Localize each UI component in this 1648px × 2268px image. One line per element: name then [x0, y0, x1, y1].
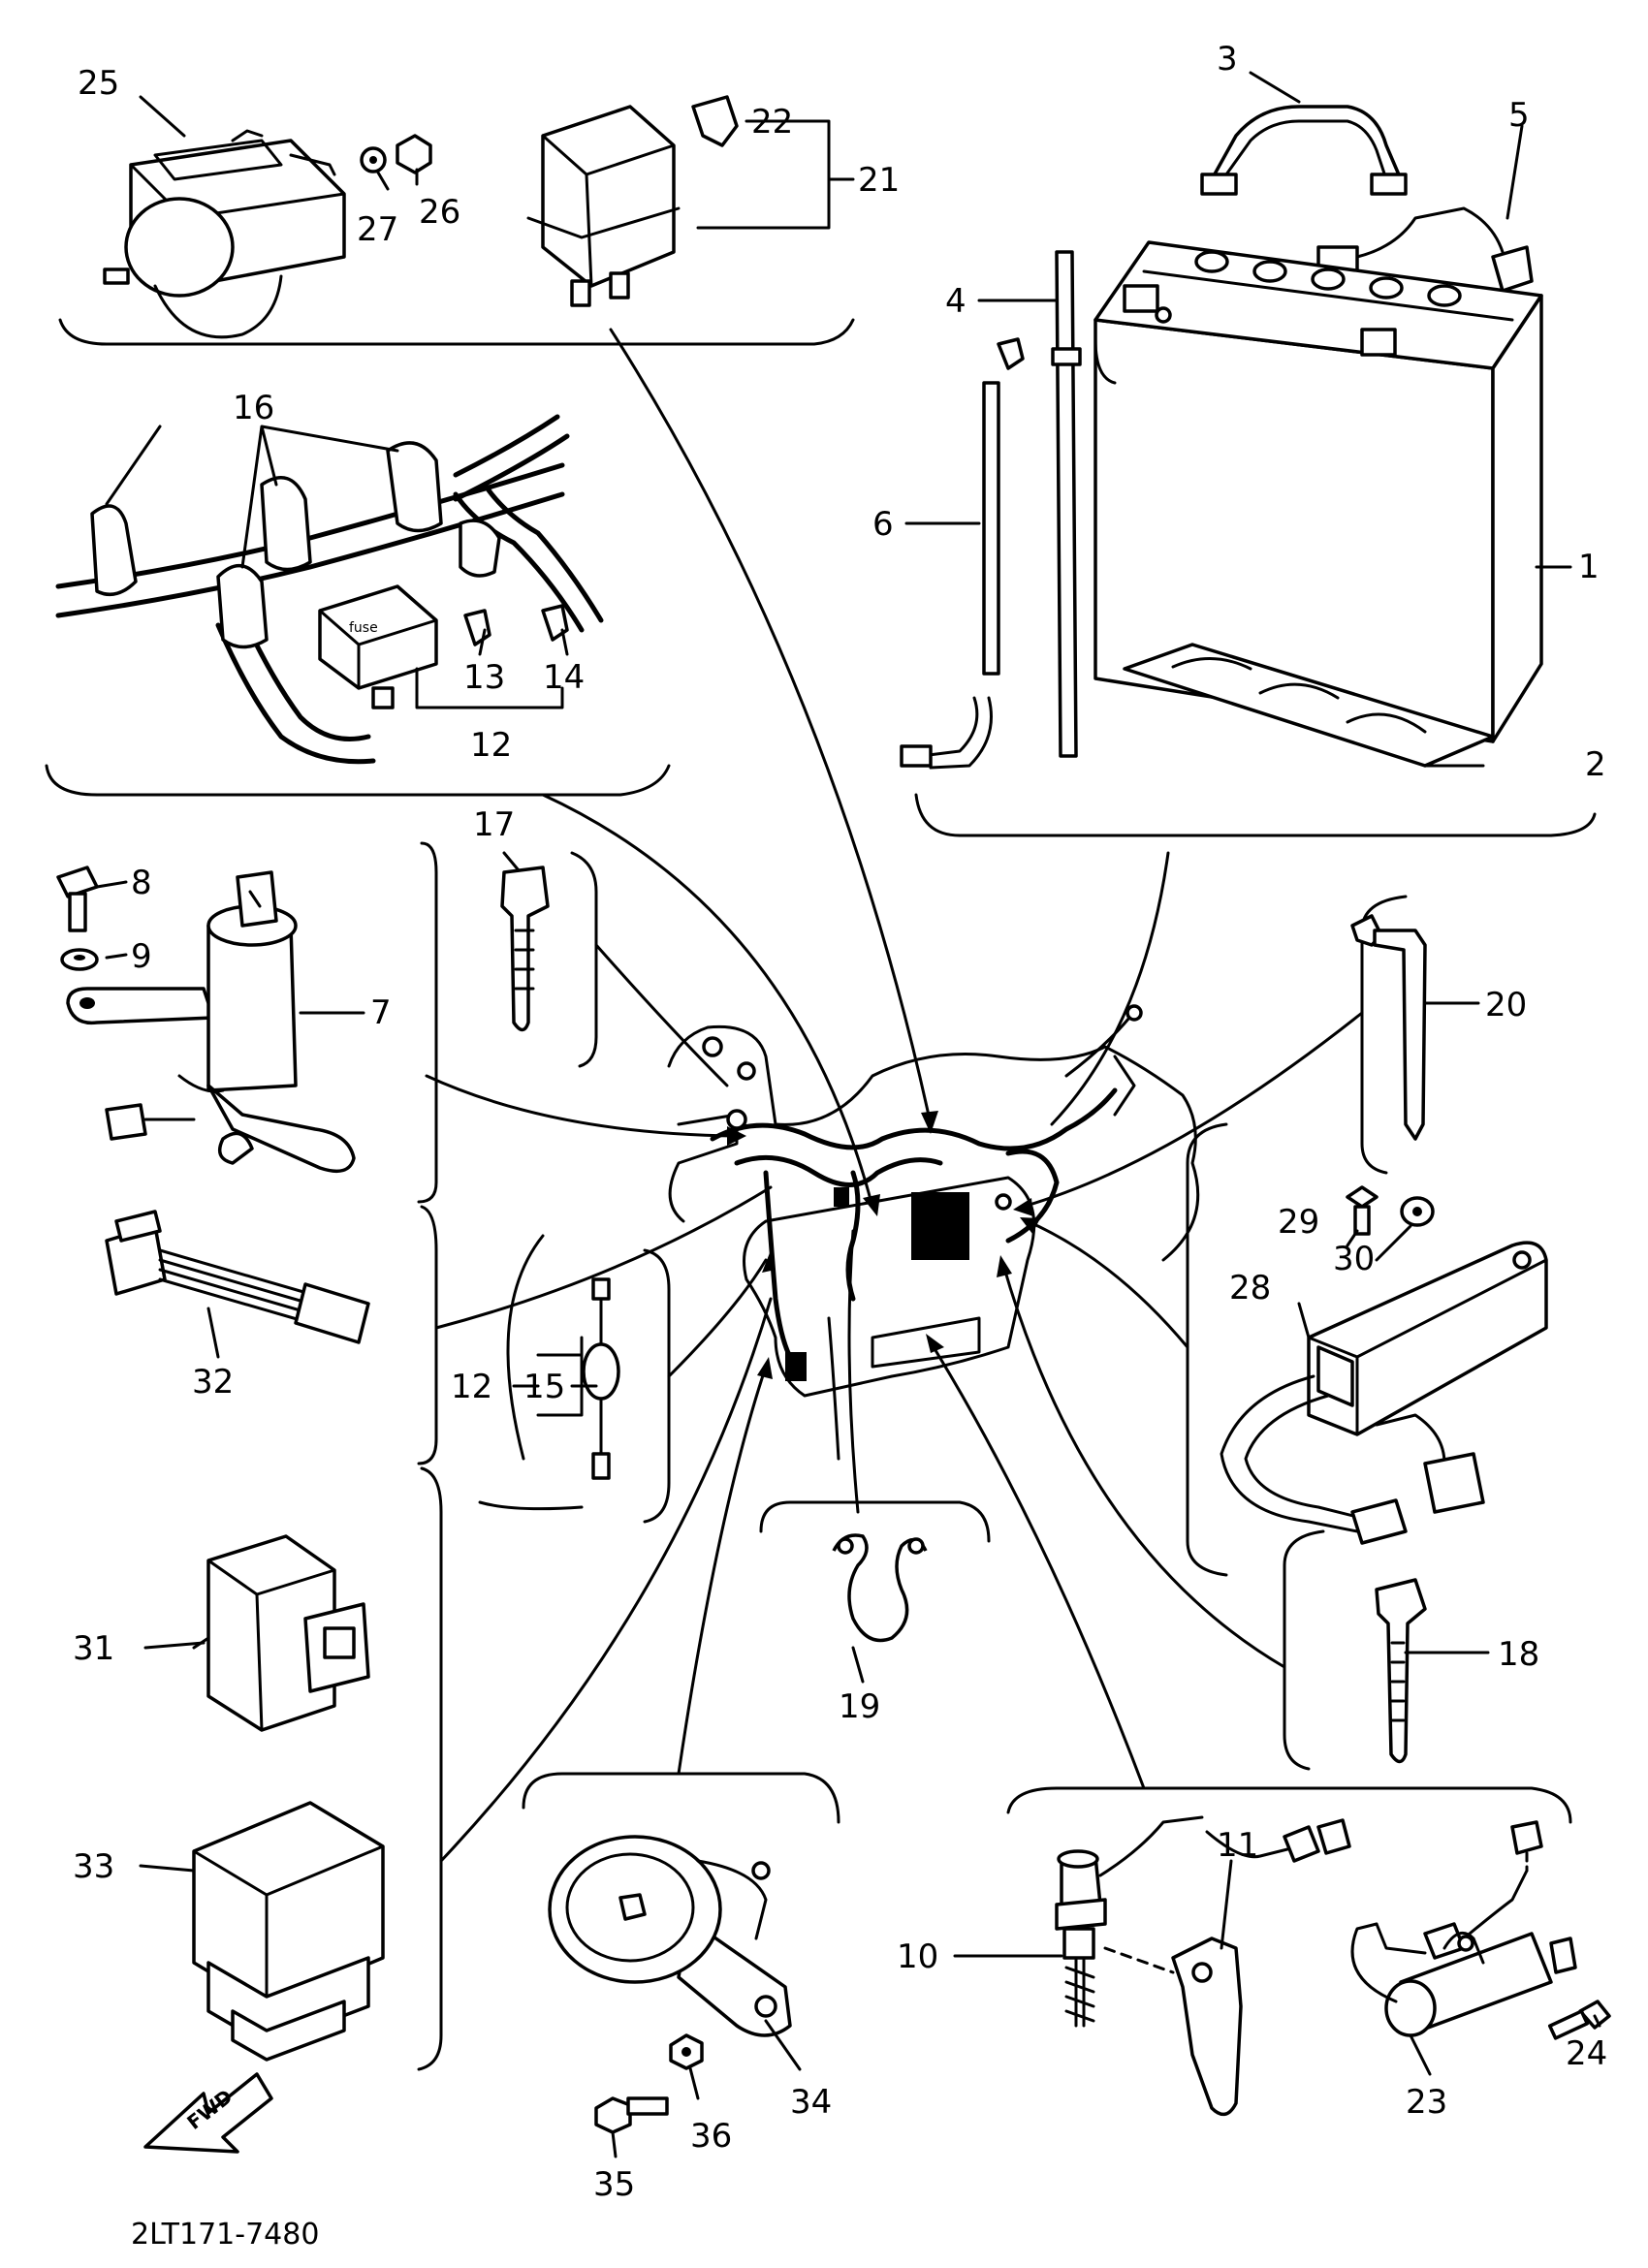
label-28: 28 — [1229, 1269, 1271, 1307]
label-16: 16 — [233, 389, 274, 427]
part-4-hose — [1051, 250, 1082, 758]
part-20-cable-tie — [1350, 914, 1427, 1141]
label-32: 32 — [192, 1363, 234, 1402]
bracket-12 — [415, 667, 564, 709]
label-30: 30 — [1333, 1240, 1375, 1278]
part-7-main-switch — [66, 870, 356, 1174]
part-22-fuse — [691, 95, 739, 147]
label-21: 21 — [858, 161, 900, 200]
part-8-screw — [56, 866, 99, 932]
label-22: 22 — [751, 103, 793, 142]
label-9: 9 — [131, 937, 152, 976]
label-3: 3 — [1217, 40, 1238, 79]
forward-arrow: FWD — [143, 2072, 273, 2154]
label-5: 5 — [1508, 96, 1530, 135]
part-33-relay-unit — [192, 1801, 385, 2062]
part-26-nut — [396, 134, 432, 174]
part-labels: 1 2 3 4 5 6 7 8 9 10 11 12 13 14 15 16 1… — [73, 40, 1607, 2204]
part-6-cable — [900, 337, 1025, 770]
label-leaders — [95, 71, 1601, 2158]
part-1-battery — [1093, 240, 1543, 743]
part-17-cable-tie — [500, 866, 550, 1032]
main-wiring-harness — [667, 1004, 1200, 1398]
label-29: 29 — [1278, 1203, 1319, 1242]
label-2: 2 — [1585, 745, 1606, 784]
label-17: 17 — [473, 805, 515, 844]
part-13-fuse — [463, 609, 491, 646]
part-3-strap — [1200, 105, 1408, 196]
part-11-bracket — [1171, 1937, 1243, 2117]
part-34-horn — [548, 1835, 792, 2037]
part-29-screw — [1346, 1185, 1379, 1236]
part-19-clamp — [832, 1533, 928, 1643]
label-13: 13 — [463, 658, 505, 697]
part-9-washer — [60, 948, 99, 971]
label-33: 33 — [73, 1847, 114, 1886]
label-6: 6 — [872, 505, 894, 544]
label-34: 34 — [790, 2083, 832, 2122]
label-12: 12 — [470, 726, 512, 765]
label-7: 7 — [370, 993, 392, 1032]
label-1: 1 — [1578, 548, 1600, 586]
label-8: 8 — [131, 864, 152, 902]
label-12-second: 12 — [451, 1368, 492, 1406]
label-36: 36 — [690, 2117, 732, 2156]
part-10-switch — [1055, 1815, 1351, 2028]
part-2-pad — [1123, 643, 1495, 768]
label-20: 20 — [1485, 986, 1527, 1024]
label-15: 15 — [523, 1368, 565, 1406]
label-11: 11 — [1217, 1826, 1258, 1865]
part-23-condenser — [1350, 1820, 1577, 2037]
ignitor-unit-silhouette — [911, 1192, 969, 1260]
part-18-cable-tie — [1375, 1578, 1427, 1764]
part-21-relay — [526, 105, 681, 307]
part-36-nut — [669, 2033, 704, 2070]
label-14: 14 — [543, 658, 585, 697]
part-28-regulator — [1220, 1241, 1548, 1545]
leader-curves — [425, 328, 1364, 1863]
label-19: 19 — [839, 1687, 880, 1726]
part-16-harness-clamps — [55, 414, 604, 765]
label-35: 35 — [593, 2165, 635, 2204]
part-31-relay — [192, 1534, 370, 1732]
label-24: 24 — [1566, 2034, 1607, 2073]
label-23: 23 — [1406, 2083, 1447, 2122]
part-25-relay — [103, 129, 346, 339]
label-4: 4 — [945, 282, 967, 321]
drawing-code: 2LT171-7480 — [131, 2218, 319, 2252]
part-12-fuse-box: fuse — [318, 584, 438, 709]
fuse-label: fuse — [349, 620, 378, 636]
label-26: 26 — [419, 193, 460, 232]
label-10: 10 — [897, 1937, 938, 1976]
part-15-fuse-holder — [582, 1277, 620, 1480]
label-27: 27 — [357, 210, 398, 249]
part-24-screw — [1547, 2000, 1611, 2040]
part-27-washer — [360, 146, 387, 173]
label-31: 31 — [73, 1629, 114, 1668]
label-25: 25 — [78, 64, 119, 103]
part-30-washer — [1400, 1196, 1435, 1227]
part-32-sub-lead — [105, 1210, 370, 1344]
part-35-bolt — [594, 2096, 669, 2134]
label-18: 18 — [1498, 1635, 1539, 1674]
